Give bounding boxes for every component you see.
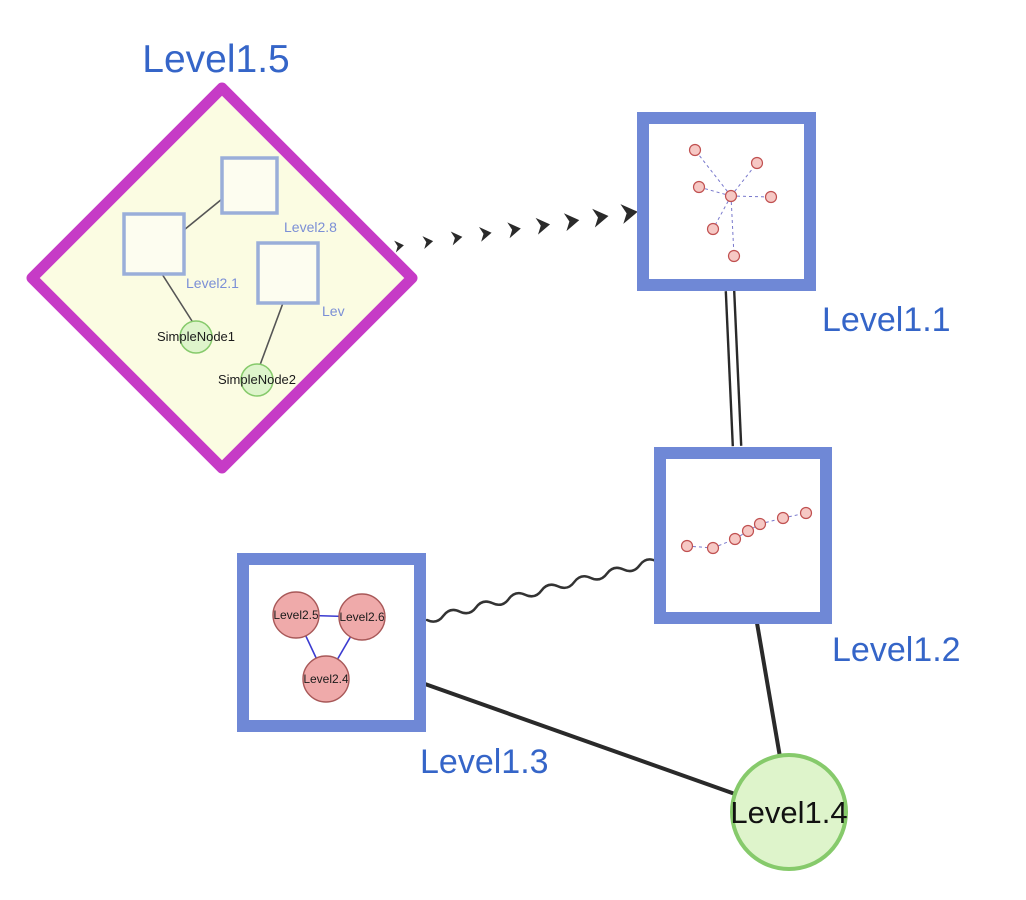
subgraph-node-label: Level2.5 (273, 608, 319, 622)
subgraph-node[interactable] (706, 541, 720, 555)
node-level1-4[interactable] (730, 753, 848, 871)
arrowhead (507, 222, 521, 239)
arrowhead (479, 226, 492, 242)
subgraph-node-Level2.4[interactable] (302, 655, 350, 703)
subgraph-node-label: Level2.6 (339, 610, 385, 624)
subgraph-node-label: Level2.4 (303, 672, 349, 686)
arrowhead (422, 236, 434, 249)
edge-level1-1-level1-2[interactable] (724, 290, 743, 447)
simple-node-label: SimpleNode1 (157, 329, 235, 344)
subgraph-node[interactable] (727, 249, 741, 263)
group-node-Level2.8[interactable] (220, 156, 279, 215)
subgraph-node[interactable] (799, 506, 813, 520)
inner-edge[interactable] (183, 198, 223, 231)
subgraph-node[interactable] (728, 532, 742, 546)
subgraph-node[interactable] (706, 222, 720, 236)
subgraph-node-Level2.6[interactable] (338, 593, 386, 641)
diamond-shape[interactable] (26, 82, 418, 474)
subgraph-node[interactable] (688, 143, 702, 157)
subgraph-edge (730, 195, 772, 198)
simple-node-label: SimpleNode2 (218, 372, 296, 387)
labels-layer: Level1.5 Level1.1 Level1.2 Level1.3 Leve… (142, 38, 960, 830)
edges-layer (394, 204, 782, 796)
subgraph-edge (686, 545, 714, 549)
edge-level1-3-level1-2[interactable] (425, 558, 658, 623)
node-level1-2[interactable] (654, 447, 832, 624)
group-node-Lev[interactable] (256, 241, 320, 305)
simple-node[interactable] (240, 363, 274, 397)
subgraph-edge (712, 195, 732, 230)
node-level1-5[interactable]: Level2.8Level2.1LevSimpleNode1SimpleNode… (26, 82, 418, 474)
subgraph-edge (730, 162, 758, 197)
label-level1-1: Level1.1 (822, 301, 951, 339)
subgraph-node[interactable] (724, 189, 738, 203)
edge-level1-5-level1-1[interactable] (394, 204, 638, 253)
nodes-layer: Level2.8Level2.1LevSimpleNode1SimpleNode… (26, 82, 848, 871)
arrowhead (563, 213, 580, 232)
group-node-label: Level2.1 (186, 275, 239, 291)
subgraph-node[interactable] (776, 511, 790, 525)
group-frame[interactable] (637, 112, 816, 291)
label-level1-5: Level1.5 (142, 38, 289, 81)
simple-node[interactable] (179, 320, 213, 354)
node-level1-1[interactable] (637, 112, 816, 291)
arrowhead (535, 217, 551, 235)
subgraph-node[interactable] (680, 539, 694, 553)
subgraph-node-Level2.5[interactable] (272, 591, 320, 639)
inner-edge[interactable] (259, 302, 284, 366)
inner-edge[interactable] (161, 273, 193, 322)
label-level1-2: Level1.2 (832, 631, 961, 669)
green-circle-shape[interactable] (730, 753, 848, 871)
group-node-label: Level2.8 (284, 219, 337, 235)
subgraph-node[interactable] (753, 517, 767, 531)
group-frame[interactable] (654, 447, 832, 624)
edge-level1-2-level1-4[interactable] (755, 621, 782, 759)
subgraph-node[interactable] (692, 180, 706, 194)
label-level1-4: Level1.4 (730, 795, 847, 830)
arrowhead (592, 208, 609, 228)
subgraph-node[interactable] (741, 524, 755, 538)
arrowhead (394, 240, 404, 253)
subgraph-edge (694, 149, 732, 197)
subgraph-edge (730, 195, 735, 257)
label-level1-3: Level1.3 (420, 743, 549, 781)
arrowhead (450, 231, 463, 246)
group-node-label: Lev (322, 303, 345, 319)
edge-level1-3-level1-4[interactable] (423, 682, 737, 796)
group-node-Level2.1[interactable] (122, 212, 186, 276)
arrowhead (620, 204, 638, 224)
subgraph-node[interactable] (764, 190, 778, 204)
subgraph-node[interactable] (750, 156, 764, 170)
